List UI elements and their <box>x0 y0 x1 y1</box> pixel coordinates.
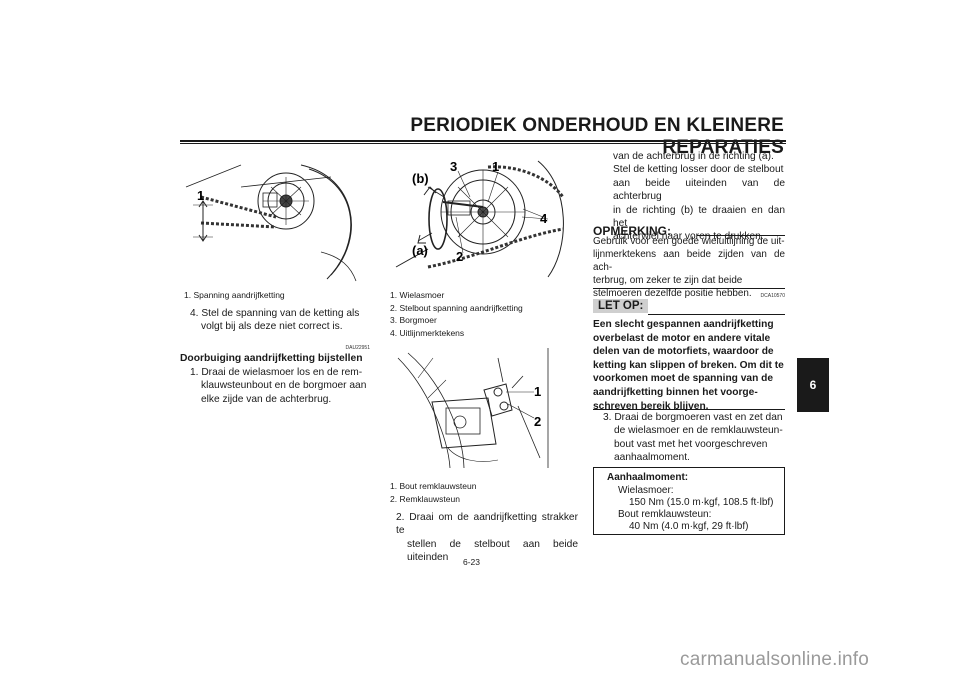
caution-line-6: aandrijfketting binnen het voorge- <box>593 386 758 398</box>
caution-body: Een slecht gespannen aandrijfketting ove… <box>593 318 785 413</box>
note-line-3: terbrug, om zeker te zijn dat beide <box>593 274 743 286</box>
note-line-1: Gebruik voor een goede wieluitlijning de… <box>593 236 785 247</box>
callout-2c: 2 <box>534 414 541 429</box>
cont-line-2: Stel de ketting losser door de stelbout <box>613 164 784 176</box>
figure-caliper: 1 2 <box>388 348 573 470</box>
callout-1c: 1 <box>534 384 541 399</box>
note-line-2: lijnmerktekens aan beide zijden van de a… <box>593 248 785 273</box>
caliper-illustration: 1 2 <box>397 348 549 469</box>
chapter-tab: 6 <box>797 358 829 412</box>
figure2-captions: 1. Wielasmoer 2. Stelbout spanning aandr… <box>390 289 523 339</box>
figure2-caption-2: 2. Stelbout spanning aandrijfketting <box>390 302 523 313</box>
step-3-line3: bout vast met het voorgeschreven <box>614 438 768 450</box>
torque-value-1: 150 Nm (15.0 m·kgf, 108.5 ft·lbf) <box>629 497 774 508</box>
caution-end-rule <box>593 409 785 410</box>
cont-line-3: aan beide uiteinden van de achterbrug <box>613 177 785 203</box>
torque-value-2: 40 Nm (4.0 m·kgf, 29 ft·lbf) <box>629 521 749 532</box>
callout-b: (b) <box>412 171 429 186</box>
callout-a: (a) <box>412 243 428 258</box>
step-2-continued: van de achterbrug in de richting (a). St… <box>613 150 785 244</box>
cont-line-1: van de achterbrug in de richting (a). <box>613 151 774 162</box>
header-rule-thin <box>180 143 786 144</box>
page-title: PERIODIEK ONDERHOUD EN KLEINERE REPARATI… <box>410 115 784 158</box>
section-code: DAU22951 <box>345 345 370 351</box>
figure-chain-adjust: (b) 3 1 4 (a) 2 <box>388 157 573 285</box>
caution-badge: LET OP: <box>593 299 649 313</box>
caution-code: DCA10570 <box>760 293 785 299</box>
caution-line-5: voorkomen moet de spanning van de <box>593 373 774 385</box>
step-3-line1: 3. Draai de borgmoeren vast en zet dan <box>603 412 783 423</box>
step-3-line4: aanhaalmoment. <box>614 452 690 464</box>
note-line-4: stelmoeren dezelfde positie hebben. <box>593 287 752 299</box>
caution-line-4: ketting kan slippen of breken. Om dit te <box>593 359 784 371</box>
step-3-line2: de wielasmoer en de remklauwsteun- <box>614 425 783 437</box>
callout-1b: 1 <box>492 159 499 174</box>
watermark: carmanualsonline.info <box>680 649 870 670</box>
torque-title: Aanhaalmoment: <box>607 472 689 483</box>
step-1: 1. Draai de wielasmoer los en de rem- kl… <box>190 366 370 406</box>
caution-line-1: Een slecht gespannen aandrijfketting <box>593 319 774 330</box>
figure3-caption-1: 1. Bout remklauwsteun <box>390 481 477 491</box>
caution-rule <box>648 314 785 315</box>
step-2-line2: stellen de stelbout aan beide uiteinden <box>407 538 578 564</box>
step-4: 4. Stel de spanning van de ketting als v… <box>190 307 370 334</box>
page-number: 6-23 <box>463 557 481 567</box>
step-2-line1: 2. Draai om de aandrijfketting strakker … <box>396 512 578 537</box>
figure3-caption-2: 2. Remklauwsteun <box>390 493 460 504</box>
section-heading: Doorbuiging aandrijfketting bijstellen <box>180 353 363 364</box>
step-2: 2. Draai om de aandrijfketting strakker … <box>396 511 578 565</box>
torque-item-2: Bout remklauwsteun: <box>618 509 712 520</box>
note-end-rule <box>593 288 785 289</box>
step-4-line1: 4. Stel de spanning van de ketting als <box>190 308 360 319</box>
note-body: Gebruik voor een goede wieluitlijning de… <box>593 236 785 301</box>
callout-1: 1 <box>197 188 204 203</box>
cont-line-4: in de richting (b) te draaien en dan het <box>613 204 785 230</box>
figure1-caption: 1. Spanning aandrijfketting <box>184 290 285 300</box>
step-1-line2: klauwsteunbout en de borgmoer aan <box>201 380 367 392</box>
callout-4: 4 <box>540 211 548 226</box>
figure3-captions: 1. Bout remklauwsteun 2. Remklauwsteun <box>390 480 476 505</box>
torque-box: Aanhaalmoment: Wielasmoer: 150 Nm (15.0 … <box>593 467 785 535</box>
step-1-line1: 1. Draai de wielasmoer los en de rem- <box>190 367 363 378</box>
torque-item-1: Wielasmoer: <box>618 485 674 496</box>
chain-slack-illustration: 1 <box>185 164 357 282</box>
caution-line-3: delen van de motorfiets, waardoor de <box>593 346 774 358</box>
figure-chain-slack: 1 <box>181 157 369 285</box>
figure2-caption-3: 3. Borgmoer <box>390 315 437 326</box>
figure2-caption-1: 1. Wielasmoer <box>390 290 445 300</box>
chain-adjust-illustration: (b) 3 1 4 (a) 2 <box>395 159 565 278</box>
step-4-line2: volgt bij als deze niet correct is. <box>201 321 343 333</box>
step-3: 3. Draai de borgmoeren vast en zet dan d… <box>603 411 785 465</box>
cont-line-5: achterwiel naar voren te drukken. <box>613 231 764 243</box>
callout-3: 3 <box>450 159 457 174</box>
caution-line-2: overbelast de motor en andere vitale <box>593 332 771 344</box>
figure2-caption-4: 4. Uitlijnmerktekens <box>390 327 465 338</box>
step-1-line3: elke zijde van de achterbrug. <box>201 393 332 405</box>
header-rule <box>180 140 786 142</box>
note-rule <box>697 235 785 236</box>
callout-2: 2 <box>456 249 463 264</box>
caution-line-7: schreven bereik blijven. <box>593 400 709 412</box>
note-title: OPMERKING: <box>593 224 671 238</box>
